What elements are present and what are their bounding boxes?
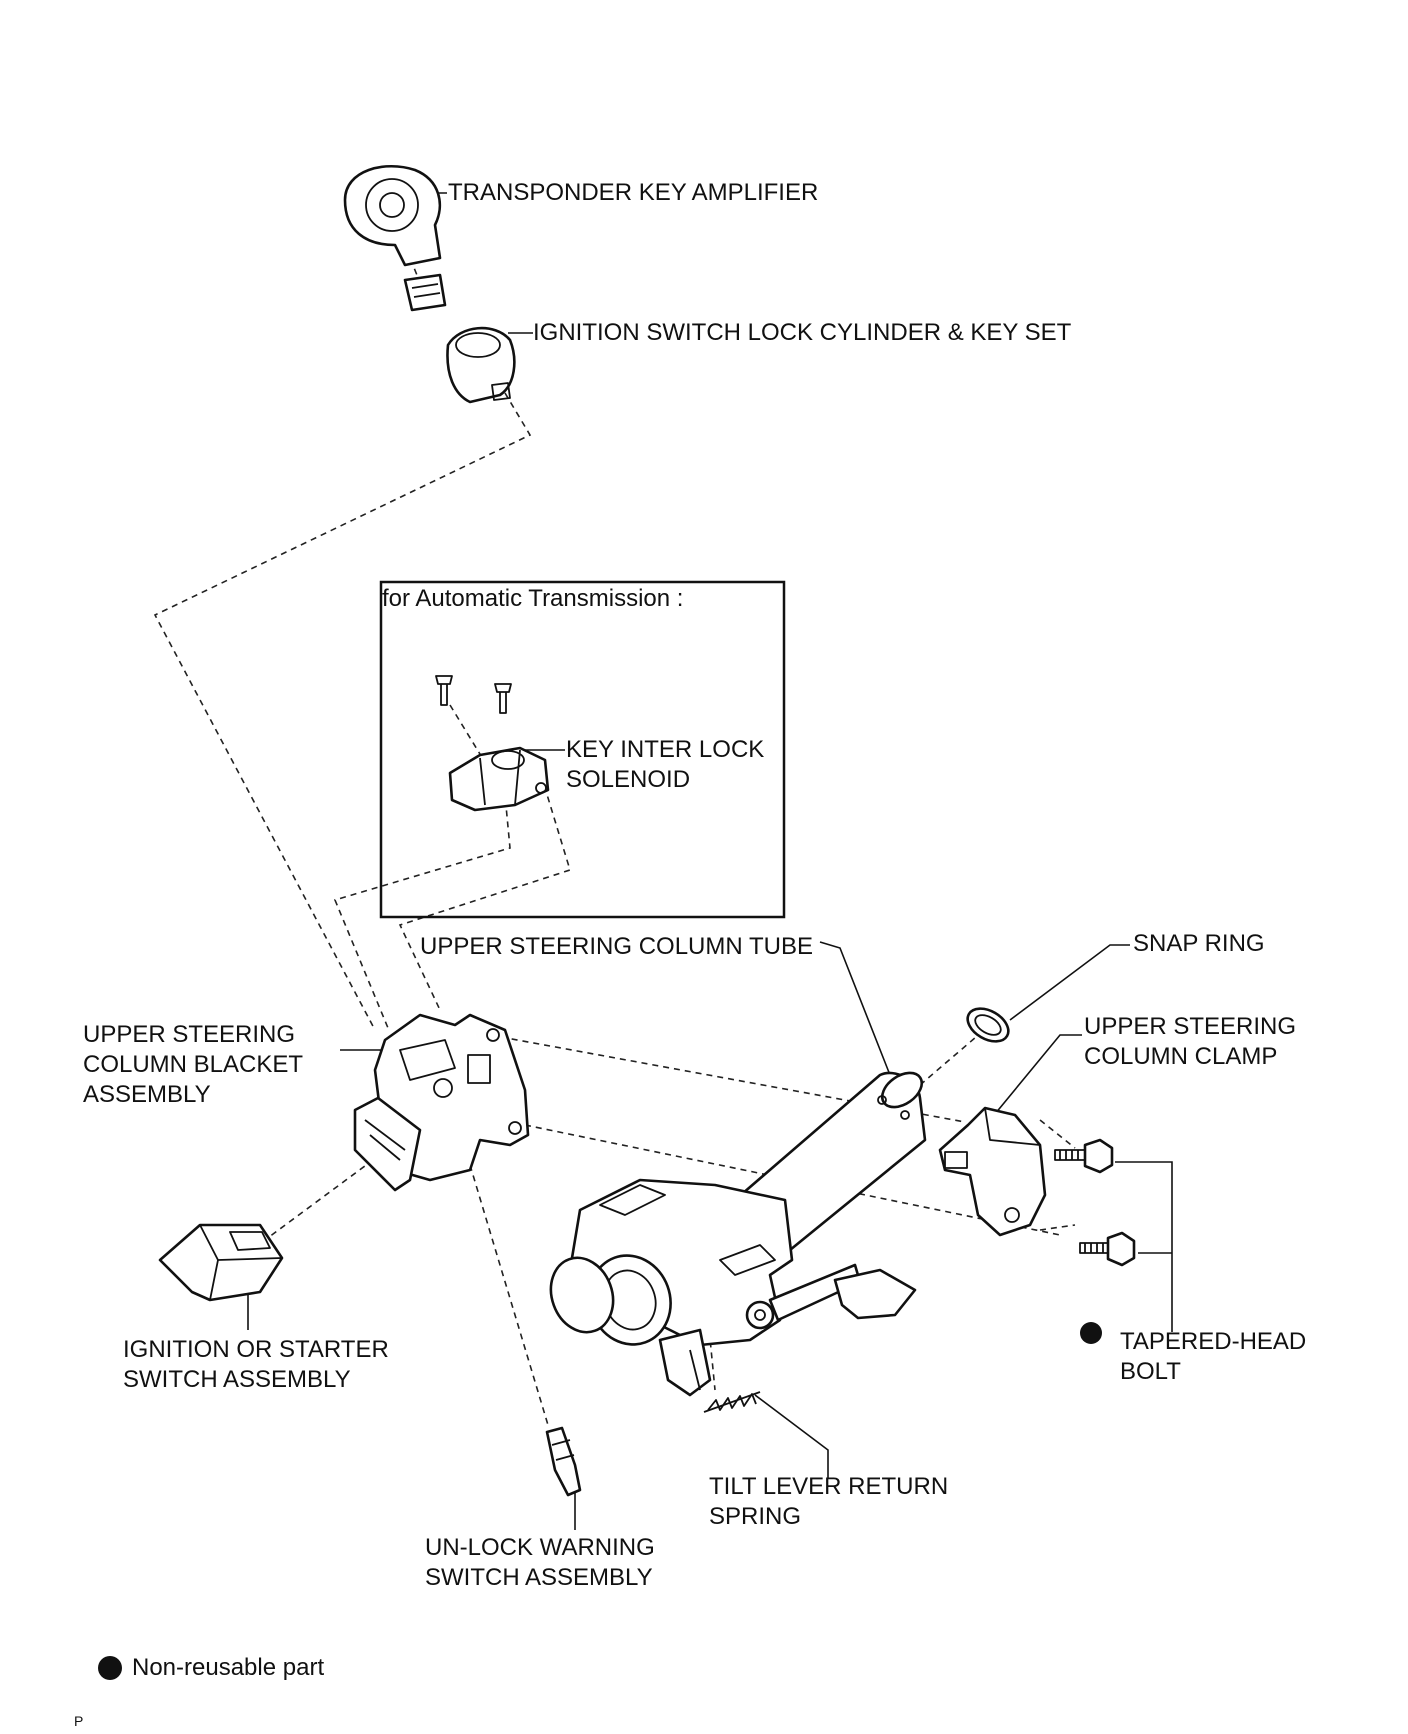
solenoid-screws (435, 675, 512, 714)
unlock-switch-part (545, 1426, 582, 1497)
column-body-part (549, 1178, 917, 1397)
tilt-spring-part (703, 1391, 761, 1413)
ignition-switch-label-line1: IGNITION OR STARTER (123, 1336, 389, 1363)
ignition-switch-label-line2: SWITCH ASSEMBLY (123, 1366, 351, 1393)
ignition-switch-part (158, 1223, 284, 1302)
key-interlock-solenoid-part (448, 746, 550, 812)
column-clamp-label-line2: COLUMN CLAMP (1084, 1043, 1278, 1070)
lock-cylinder-label: IGNITION SWITCH LOCK CYLINDER & KEY SET (533, 319, 1072, 346)
tilt-spring-label-line1: TILT LEVER RETURN (709, 1473, 949, 1500)
transponder-amplifier-part (343, 164, 447, 312)
snap-ring-part (966, 1007, 1010, 1043)
lock-cylinder-part (446, 326, 516, 404)
tapered-bolt-non-reusable-icon (1080, 1322, 1102, 1344)
legend-non-reusable-icon (98, 1656, 122, 1680)
unlock-switch-label-line2: SWITCH ASSEMBLY (425, 1564, 653, 1591)
column-bracket-label-line2: COLUMN BLACKET (83, 1051, 304, 1078)
column-clamp-part (938, 1106, 1047, 1237)
tapered-bolt-label-line2: BOLT (1120, 1358, 1181, 1385)
at-box-title: for Automatic Transmission : (382, 585, 684, 612)
transponder-amplifier-label: TRANSPONDER KEY AMPLIFIER (448, 179, 819, 206)
assembly-guide-lines (153, 227, 1076, 1426)
at-inset-box (379, 580, 786, 919)
solenoid-label-line1: KEY INTER LOCK (566, 736, 765, 763)
column-bracket-label-line3: ASSEMBLY (83, 1081, 211, 1108)
solenoid-label-line2: SOLENOID (566, 766, 691, 793)
snap-ring-label: SNAP RING (1133, 930, 1265, 957)
column-bracket-part (353, 1013, 530, 1192)
unlock-switch-label-line1: UN-LOCK WARNING (425, 1534, 655, 1561)
column-tube-label: UPPER STEERING COLUMN TUBE (420, 933, 813, 960)
column-clamp-label-line1: UPPER STEERING (1084, 1013, 1297, 1040)
leader-lines (247, 192, 1173, 1530)
corner-mark: P (74, 1713, 84, 1729)
tapered-bolts-part (1054, 1138, 1136, 1267)
tapered-bolt-label-line1: TAPERED-HEAD (1120, 1328, 1307, 1355)
column-bracket-label-line1: UPPER STEERING (83, 1021, 296, 1048)
legend-text: Non-reusable part (132, 1654, 325, 1681)
tilt-spring-label-line2: SPRING (709, 1503, 802, 1530)
